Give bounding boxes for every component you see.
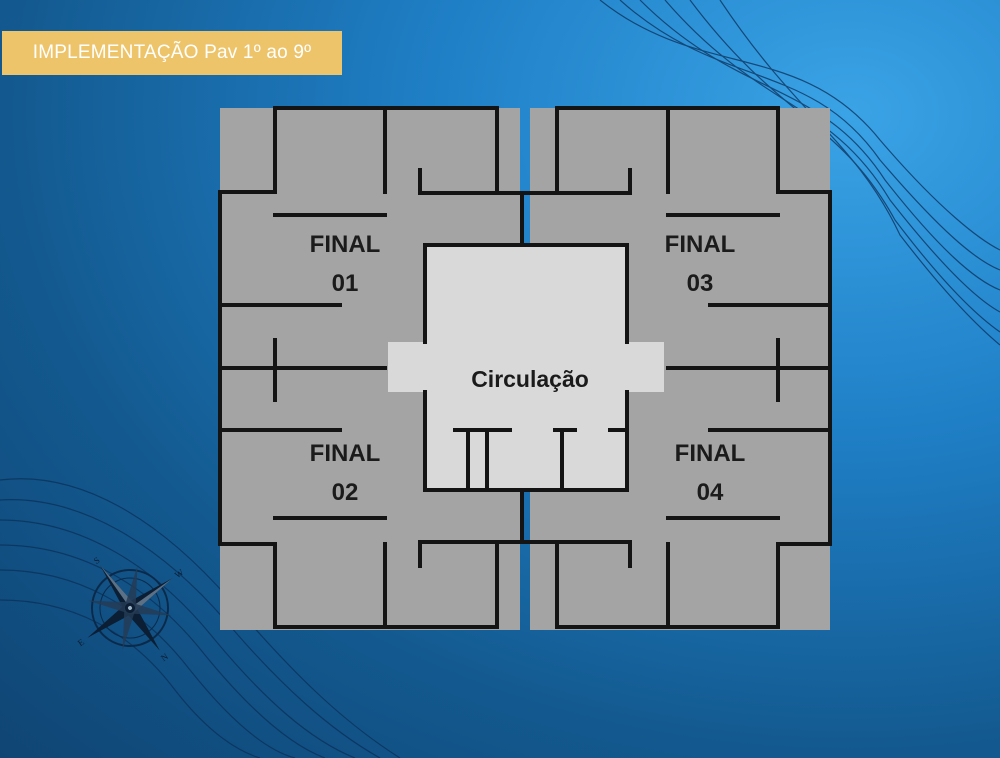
floor-title-badge: IMPLEMENTAÇÃO Pav 1º ao 9º — [2, 31, 342, 75]
walls — [218, 106, 832, 629]
unit-label-04: FINAL 04 — [645, 434, 775, 512]
unit-04-line1: FINAL — [674, 440, 746, 467]
unit-03-line2: 03 — [686, 270, 714, 297]
circulation-area — [388, 245, 664, 490]
silhouette-cutouts — [220, 100, 275, 192]
unit-01-line2: 01 — [331, 270, 359, 297]
unit-label-03: FINAL 03 — [635, 225, 765, 303]
compass-letter-s: S — [92, 555, 102, 566]
unit-03-line1: FINAL — [664, 231, 736, 258]
compass-letter-w: W — [173, 567, 186, 580]
unit-02-line1: FINAL — [309, 440, 381, 467]
compass-letter-n: N — [159, 651, 170, 663]
compass-rose-icon: S N W E — [76, 555, 186, 663]
floor-title-text: IMPLEMENTAÇÃO Pav 1º ao 9º — [32, 42, 312, 63]
unit-label-02: FINAL 02 — [280, 434, 410, 512]
compass-letter-e: E — [76, 636, 87, 648]
circulation-label: Circulação — [471, 366, 589, 392]
unit-01-line1: FINAL — [309, 231, 381, 258]
unit-02-line2: 02 — [331, 479, 359, 506]
unit-04-line2: 04 — [696, 479, 724, 506]
unit-label-01: FINAL 01 — [280, 225, 410, 303]
